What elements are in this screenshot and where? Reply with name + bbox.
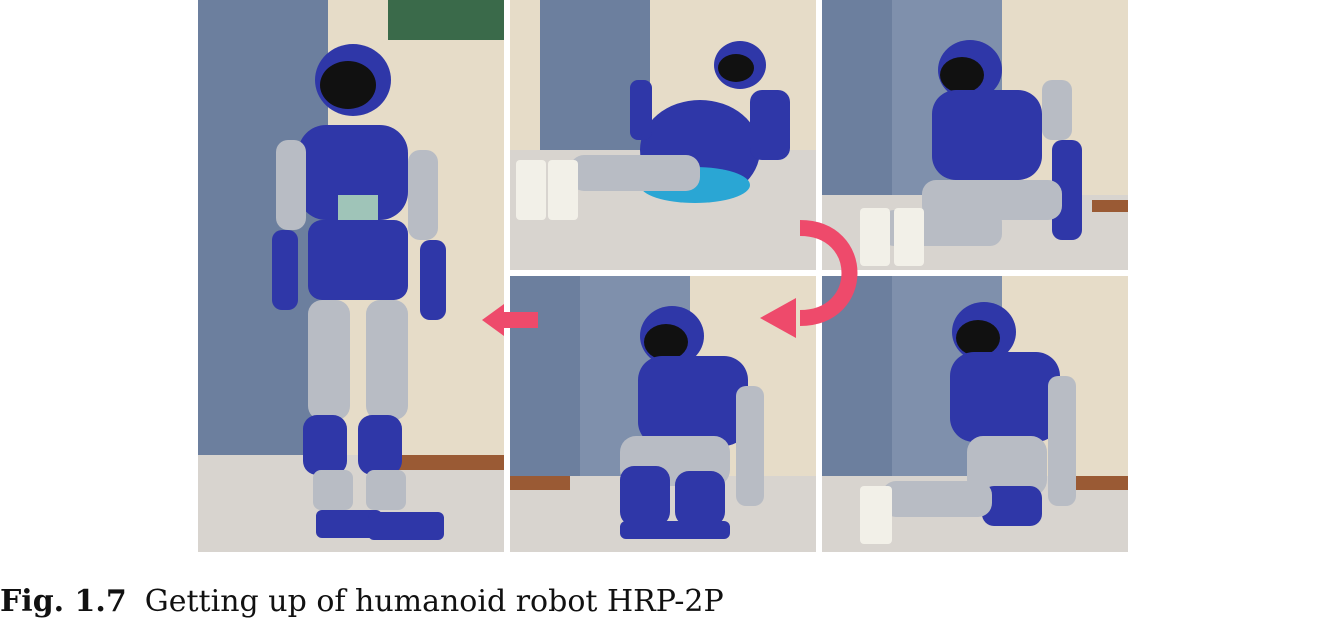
photo-robot-standing [198, 0, 504, 552]
figure-number: Fig. 1.7 [0, 584, 127, 619]
photo-robot-squatting [510, 276, 816, 552]
curved-arrow-icon [756, 214, 876, 338]
photo-robot-leaning-forward [822, 0, 1128, 270]
photo-robot-sitting [510, 0, 816, 270]
caption-text: Getting up of humanoid robot HRP-2P [144, 584, 724, 619]
figure-caption: Fig. 1.7 Getting up of humanoid robot HRP… [0, 582, 1324, 622]
arrow-left-icon [482, 304, 538, 336]
photo-robot-kneeling [822, 276, 1128, 552]
